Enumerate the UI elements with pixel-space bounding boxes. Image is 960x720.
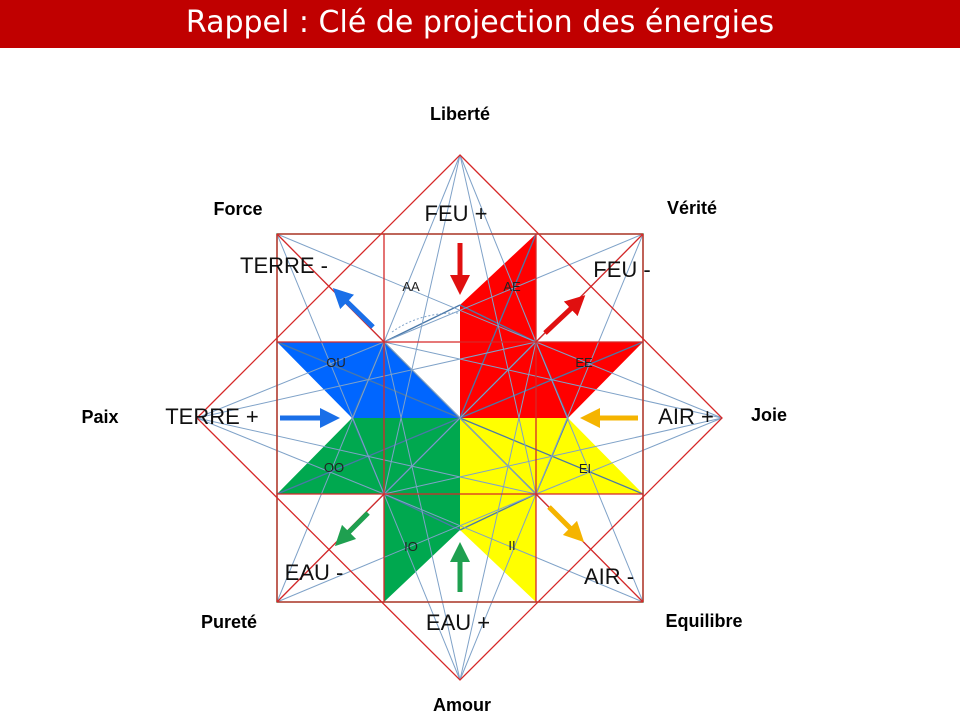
energy-terre-plus: TERRE + [165, 404, 259, 429]
quality-verite: Vérité [667, 198, 717, 218]
cell-aa: AA [402, 279, 420, 294]
title-banner [0, 0, 960, 48]
page-title: Rappel : Clé de projection des énergies [185, 5, 775, 40]
cell-ei: EI [579, 461, 591, 476]
energy-feu-plus: FEU + [425, 201, 488, 226]
energy-air-plus: AIR + [658, 404, 714, 429]
cell-ou: OU [326, 355, 346, 370]
quality-force: Force [213, 199, 262, 219]
quality-purete: Pureté [201, 612, 257, 632]
arrow-terre-minus [332, 288, 375, 329]
energy-feu-minus: FEU - [593, 257, 650, 282]
quality-equilibre: Equilibre [665, 611, 742, 631]
arrow-air-minus [547, 505, 585, 543]
cell-ae: AE [503, 279, 521, 294]
quality-joie: Joie [751, 405, 787, 425]
cell-ii: II [508, 538, 515, 553]
quality-amour: Amour [433, 695, 491, 715]
energy-eau-minus: EAU - [285, 560, 344, 585]
cell-io: IO [404, 539, 418, 554]
arrow-feu-minus [543, 295, 586, 335]
energy-terre-minus: TERRE - [240, 253, 328, 278]
arrow-eau-minus [334, 511, 370, 547]
projection-lines [196, 154, 723, 681]
quality-liberte: Liberté [430, 104, 490, 124]
energy-eau-plus: EAU + [426, 610, 490, 635]
quality-paix: Paix [81, 407, 118, 427]
cell-oo: OO [324, 460, 344, 475]
arrows [280, 243, 638, 592]
cell-ee: EE [575, 355, 593, 370]
aa-dotted-arc [391, 312, 461, 333]
energy-air-minus: AIR - [584, 564, 634, 589]
